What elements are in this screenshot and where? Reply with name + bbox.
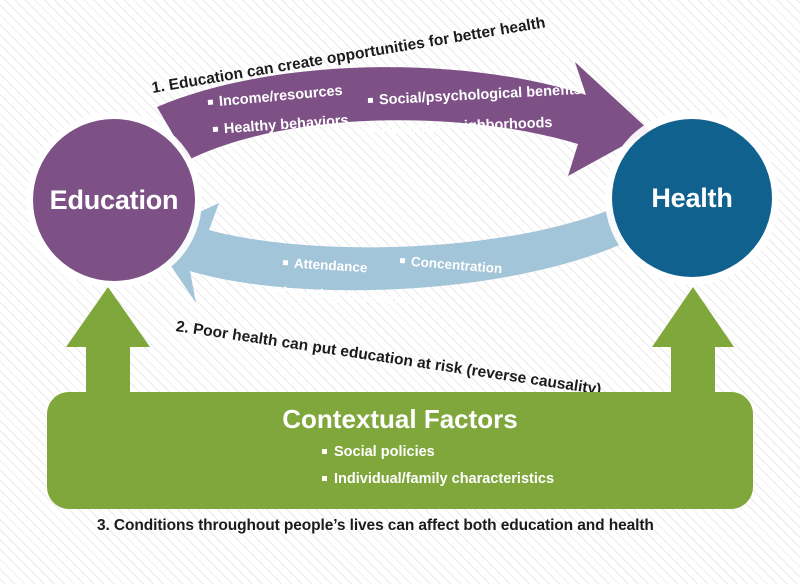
node-health-label: Health xyxy=(651,182,733,213)
contextual-factors-item-social-policies: Social policies xyxy=(322,444,554,460)
blue-bullet-learning-disabilities-label: Learning disabilities xyxy=(282,283,414,308)
blue-bullet-attendance: Attendance xyxy=(282,255,368,276)
contextual-factors-title: Contextual Factors xyxy=(282,404,518,434)
purple-bullet-neighborhoods: Healthier neighborhoods xyxy=(369,114,553,138)
bullet-square-icon xyxy=(322,476,327,481)
caption-contextual-factors: 3. Conditions throughout people’s lives … xyxy=(97,517,654,534)
node-health[interactable]: Health xyxy=(612,119,772,277)
green-up-arrow-left xyxy=(66,287,150,400)
node-education-label: Education xyxy=(49,184,179,215)
blue-bullet-concentration-label: Concentration xyxy=(410,253,503,277)
bullet-square-icon xyxy=(399,258,406,264)
bullet-square-icon xyxy=(369,126,376,132)
bullet-square-icon xyxy=(322,449,327,454)
caption-education-to-health: 1. Education can create opportunities fo… xyxy=(150,14,547,97)
purple-bullet-healthy-behaviors: Healthy behaviors xyxy=(212,113,349,138)
node-education[interactable]: Education xyxy=(33,119,195,281)
purple-bullet-neighborhoods-label: Healthier neighborhoods xyxy=(380,114,553,138)
purple-bullet-healthy-behaviors-label: Healthy behaviors xyxy=(223,112,350,138)
bullet-square-icon xyxy=(271,288,278,294)
bullet-square-icon xyxy=(367,97,374,103)
blue-bullet-concentration: Concentration xyxy=(399,253,503,277)
caption-health-to-education: 2. Poor health can put education at risk… xyxy=(174,318,603,399)
contextual-factors-item-individual-family: Individual/family characteristics xyxy=(322,471,554,487)
purple-bullet-income-label: Income/resources xyxy=(218,82,344,110)
bullet-square-icon xyxy=(282,260,289,266)
contextual-factors-box[interactable]: Contextual Factors Social policies Indiv… xyxy=(47,392,753,509)
contextual-factors-list: Social policies Individual/family charac… xyxy=(322,444,554,498)
blue-bullet-attendance-label: Attendance xyxy=(293,255,368,276)
green-up-arrow-right xyxy=(652,287,734,400)
contextual-factors-item-individual-family-label: Individual/family characteristics xyxy=(334,471,555,487)
bullet-square-icon xyxy=(207,99,214,105)
blue-curved-arrow xyxy=(150,194,660,303)
bullet-square-icon xyxy=(212,126,219,132)
purple-bullet-social: Social/psychological benefits xyxy=(367,81,583,109)
contextual-factors-item-social-policies-label: Social policies xyxy=(334,444,435,460)
purple-bullet-income: Income/resources xyxy=(207,83,343,111)
purple-bullet-social-label: Social/psychological benefits xyxy=(378,81,583,109)
blue-bullet-learning-disabilities: Learning disabilities xyxy=(271,283,414,308)
